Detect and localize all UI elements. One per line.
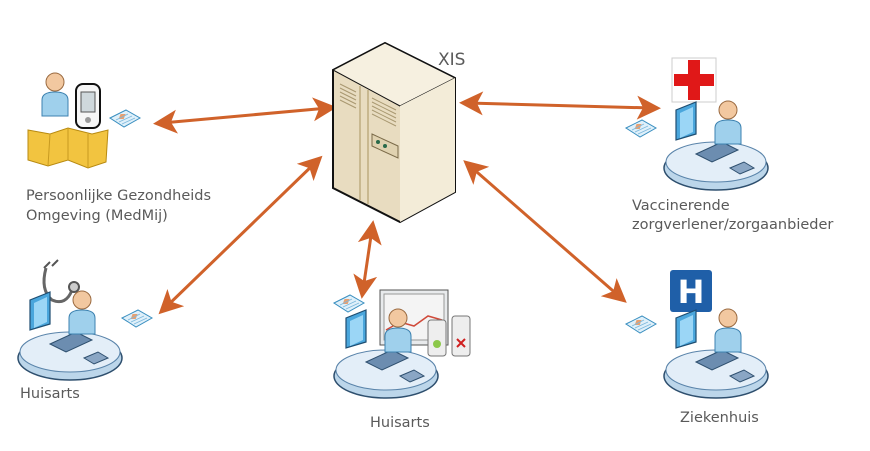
hospital-label: Ziekenhuis xyxy=(680,410,759,426)
gp-center-label: Huisarts xyxy=(370,415,430,431)
hospital-sign: H xyxy=(678,273,705,311)
arrow-vaccinator-server xyxy=(459,91,661,120)
gp-left-label: Huisarts xyxy=(20,386,80,402)
document-card-icon xyxy=(109,109,141,128)
stethoscope-workstation-icon[interactable] xyxy=(18,259,153,380)
pharmacy-workstation-icon[interactable] xyxy=(333,289,471,398)
red-cross-workstation-icon[interactable] xyxy=(625,57,768,190)
server-label: XIS xyxy=(438,50,466,70)
arrow-hospital-server xyxy=(463,160,627,303)
document-card-icon xyxy=(625,315,657,334)
document-card-icon xyxy=(625,119,657,138)
document-card-icon xyxy=(121,309,153,328)
pgo-label-line2: Omgeving (MedMij) xyxy=(26,208,168,224)
hospital-workstation-icon[interactable]: H xyxy=(625,270,768,398)
arrow-pgo-server xyxy=(153,97,337,134)
document-card-icon xyxy=(333,294,365,313)
vaccinator-label-line2: zorgverlener/zorgaanbieder xyxy=(632,217,834,233)
person-map-phone-icon[interactable] xyxy=(27,72,141,169)
pgo-label-line1: Persoonlijke Gezondheids xyxy=(26,188,212,204)
server-icon[interactable] xyxy=(331,41,457,224)
arrow-gp-center-server xyxy=(353,220,382,299)
arrow-gp-left-server xyxy=(158,155,323,315)
connections xyxy=(153,91,661,315)
vaccinator-label-line1: Vaccinerende xyxy=(632,198,730,214)
